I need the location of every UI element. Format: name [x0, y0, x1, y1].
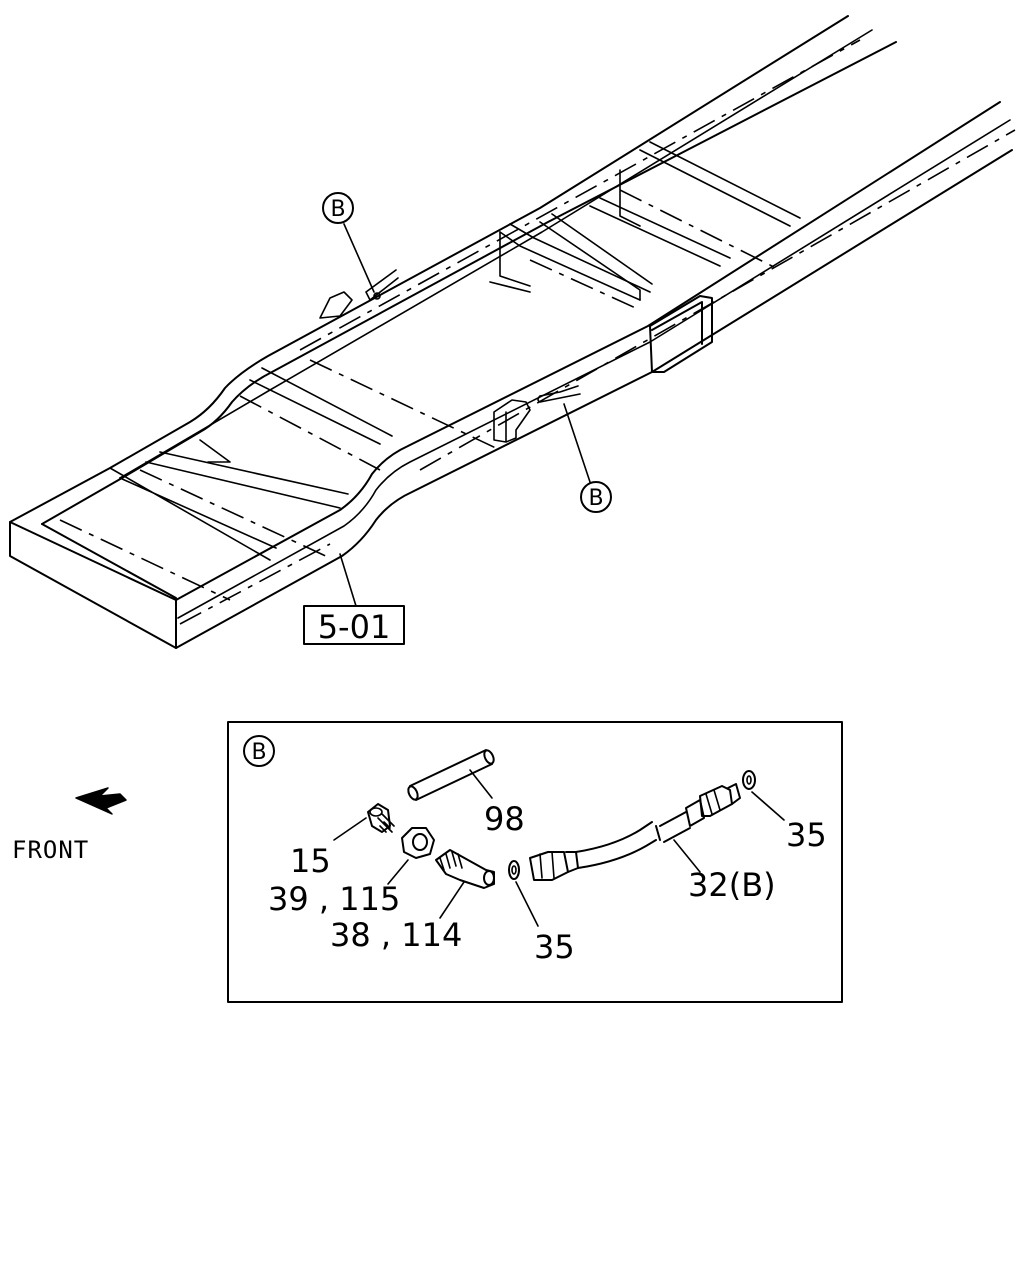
part-39-nut: [387, 827, 435, 885]
left-rail-centerline: [299, 39, 861, 351]
left-rail-outer-edge: [9, 15, 849, 523]
label-15: 15: [290, 842, 331, 880]
front-indicator: FRONT: [12, 787, 127, 864]
part-98-tube: [407, 749, 495, 801]
front-crossmember: [9, 521, 177, 649]
rail-mounting-pad: [649, 295, 713, 373]
part-32b-hose: [529, 783, 741, 881]
upper-fitting: [365, 269, 399, 301]
right-rail-inner-edge: [175, 149, 1013, 649]
part-35-washer-left: [508, 860, 539, 927]
callout-circle-b-detail: [243, 735, 275, 767]
callout-b-detail-text: B: [251, 740, 266, 765]
reference-label: 5-01: [318, 608, 391, 646]
part-38-barb: [435, 849, 495, 919]
label-35-left: 35: [534, 928, 575, 966]
label-98: 98: [484, 800, 525, 838]
right-rail-web-edge: [177, 119, 1011, 619]
left-bracket: [319, 291, 353, 319]
label-35-right: 35: [786, 816, 827, 854]
right-rail-outer-edge: [175, 101, 1001, 601]
front-arrow-icon: [75, 787, 127, 815]
label-39-115: 39 , 115: [268, 880, 400, 918]
right-bracket: [493, 399, 531, 443]
lower-fitting: [537, 385, 581, 403]
part-15-elbow: [333, 803, 395, 841]
left-rail-lower-edge: [119, 29, 873, 479]
left-rail-inner-edge: [41, 41, 897, 525]
reference-box: [303, 605, 405, 645]
callout-circle-b-lower: [580, 481, 612, 513]
callout-b-lower-text: B: [588, 486, 603, 511]
leader-b-lower: [563, 403, 591, 483]
callout-circle-b-upper: [322, 192, 354, 224]
chassis-frame: [9, 15, 1016, 649]
right-rail-centerline: [179, 543, 331, 625]
label-32b: 32(B): [688, 866, 776, 904]
leader-5-01: [339, 553, 357, 607]
label-38-114: 38 , 114: [330, 916, 462, 954]
callout-b-upper-text: B: [330, 197, 345, 222]
crossmembers: [59, 141, 801, 601]
detail-b-panel: B 98 15 39 , 115: [227, 721, 843, 1003]
part-35-washer-right: [742, 770, 785, 821]
detail-box: [227, 721, 843, 1003]
front-label: FRONT: [12, 836, 89, 864]
leader-b-upper: [343, 223, 375, 293]
